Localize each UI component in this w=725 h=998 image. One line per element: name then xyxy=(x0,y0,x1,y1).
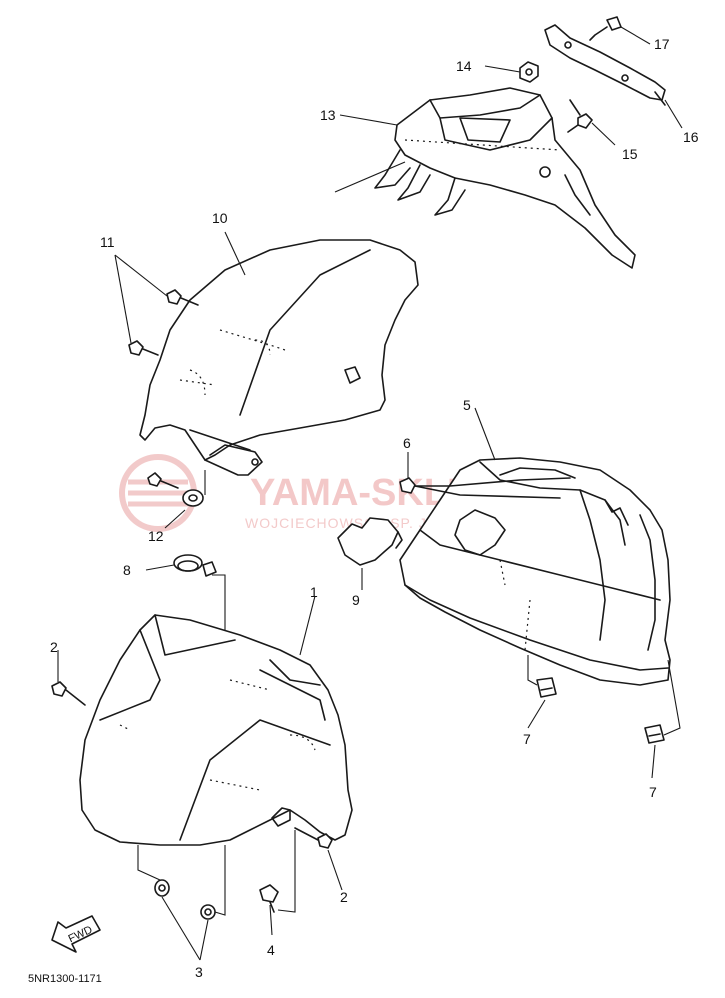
callout-16: 16 xyxy=(683,129,699,145)
inner-cover xyxy=(399,407,671,686)
callout-2-left: 2 xyxy=(50,639,58,655)
callout-1: 1 xyxy=(310,584,318,600)
callout-2-right: 2 xyxy=(340,889,348,905)
fender-lower xyxy=(79,595,353,846)
callout-15: 15 xyxy=(622,146,638,162)
callout-10: 10 xyxy=(212,210,228,226)
bracket-9 xyxy=(337,509,506,590)
clip-7-right xyxy=(644,659,681,779)
watermark-logo xyxy=(119,454,197,532)
callout-17: 17 xyxy=(654,36,670,52)
clip-7-left xyxy=(527,655,557,729)
nut-14 xyxy=(484,61,539,83)
callout-13: 13 xyxy=(320,107,336,123)
callout-7-right: 7 xyxy=(649,784,657,800)
screw-6 xyxy=(399,452,571,499)
diagram-code: 5NR1300-1171 xyxy=(28,973,102,985)
screws-11 xyxy=(114,254,199,356)
screw-15 xyxy=(567,113,616,146)
bolt-2-right xyxy=(294,827,343,891)
callout-6: 6 xyxy=(403,435,411,451)
bolt-17 xyxy=(589,16,651,45)
bolt-4 xyxy=(259,830,296,936)
callout-7-left: 7 xyxy=(523,731,531,747)
callout-12: 12 xyxy=(148,528,164,544)
callout-3: 3 xyxy=(195,964,203,980)
callout-11: 11 xyxy=(100,234,115,250)
fender-upper xyxy=(139,231,419,476)
callout-4: 4 xyxy=(267,942,275,958)
callouts: 1 2 2 3 4 5 6 7 7 8 9 10 11 12 13 14 15 … xyxy=(50,36,699,980)
clamp-8 xyxy=(145,554,226,630)
rear-fender-bracket xyxy=(334,87,636,269)
callout-9: 9 xyxy=(352,592,360,608)
callout-14: 14 xyxy=(456,58,472,74)
callout-8: 8 xyxy=(123,562,131,578)
callout-5: 5 xyxy=(463,397,471,413)
bolt-2-left xyxy=(51,650,86,706)
screw-grommet-12 xyxy=(147,470,206,529)
bracket-plate xyxy=(544,24,683,129)
grommets-3 xyxy=(137,845,226,961)
fwd-arrow-icon: FWD xyxy=(51,915,101,953)
